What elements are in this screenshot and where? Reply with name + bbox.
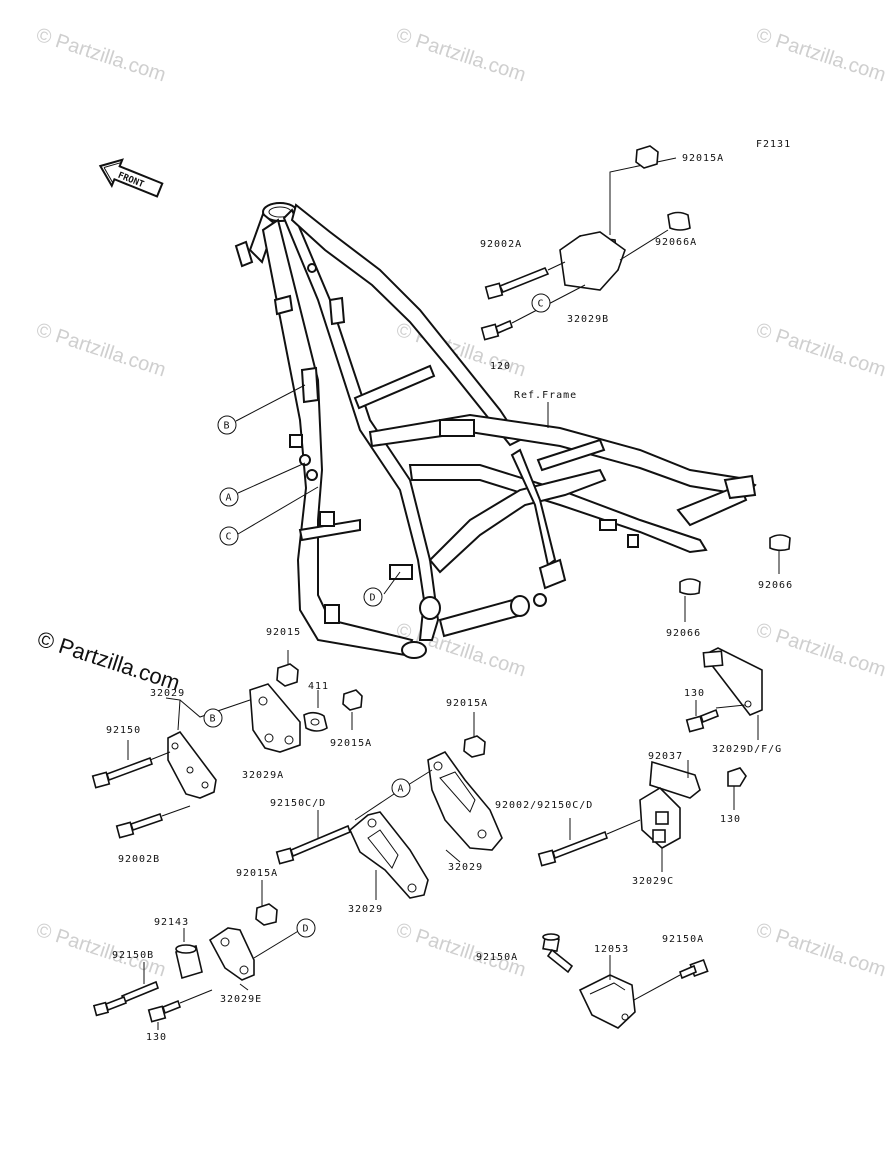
part-label: 130 (720, 814, 741, 825)
part-label: 32029 (448, 862, 483, 873)
part-group-32029B (480, 145, 691, 341)
watermark: © Partzilla.com (33, 319, 168, 382)
callout-c-frame: C (219, 526, 239, 546)
callout-b-left: B (203, 708, 223, 728)
watermark: © Partzilla.com (753, 319, 888, 382)
part-label: 92002A (480, 239, 522, 250)
watermark: © Partzilla.com (393, 24, 528, 87)
watermark: © Partzilla.com (393, 919, 528, 982)
part-label: 92015A (330, 738, 372, 749)
part-label: Ref.Frame (514, 390, 577, 401)
part-label: 32029D/F/G (712, 744, 782, 755)
part-label: 92015 (266, 627, 301, 638)
part-label: 32029 (150, 688, 185, 699)
svg-text:B: B (224, 421, 230, 432)
part-label: 92015A (236, 868, 278, 879)
callout-d-bottom: D (296, 918, 316, 938)
part-label: 92066A (655, 237, 697, 248)
svg-text:D: D (303, 924, 309, 935)
watermark: © Partzilla.com (753, 919, 888, 982)
part-label: 92150B (112, 950, 154, 961)
part-label: 92150 (106, 725, 141, 736)
leader-lines (235, 384, 780, 622)
part-label: 92002/92150C/D (495, 800, 593, 811)
svg-text:B: B (210, 714, 216, 725)
watermark: © Partzilla.com (753, 619, 888, 682)
part-label: 32029 (348, 904, 383, 915)
part-label: 92015A (446, 698, 488, 709)
part-label: 32029A (242, 770, 284, 781)
part-label: 92066 (758, 580, 793, 591)
part-group-32029C (537, 647, 763, 872)
part-labels: 92015A 92002A 92066A 32029B 120 Ref.Fram… (106, 153, 793, 1043)
callout-d-frame: D (363, 587, 383, 607)
part-label: 32029E (220, 994, 262, 1005)
front-arrow-icon: FRONT (98, 158, 164, 198)
callout-b-frame: B (217, 415, 237, 435)
watermark: © Partzilla.com (753, 24, 888, 87)
part-label: 32029C (632, 876, 674, 887)
callout-c-top: C (531, 293, 551, 313)
part-label: 92015A (682, 153, 724, 164)
part-label: 92037 (648, 751, 683, 762)
part-label: 130 (684, 688, 705, 699)
part-label: 92002B (118, 854, 160, 865)
part-label: 92150C/D (270, 798, 326, 809)
svg-text:C: C (226, 532, 232, 543)
cap-92066-right (769, 534, 791, 552)
part-label: 12053 (594, 944, 629, 955)
svg-text:D: D (370, 593, 376, 604)
part-label: 92143 (154, 917, 189, 928)
watermark-dark: © Partzilla.com (34, 626, 183, 696)
part-group-32029A (91, 650, 363, 839)
part-label: 92066 (666, 628, 701, 639)
callout-a-frame: A (219, 487, 239, 507)
callout-a-center: A (391, 778, 411, 798)
part-label: 32029B (567, 314, 609, 325)
svg-text:A: A (398, 784, 404, 795)
part-group-32029-center (255, 712, 503, 926)
part-group-32029E (92, 927, 301, 1030)
part-label: 92150A (662, 934, 704, 945)
watermark: © Partzilla.com (33, 24, 168, 87)
svg-text:A: A (226, 493, 232, 504)
part-group-12053 (542, 933, 709, 1029)
part-label: 92150A (476, 952, 518, 963)
svg-text:C: C (538, 299, 544, 310)
diagram-id: F2131 (756, 139, 791, 150)
part-label: 130 (146, 1032, 167, 1043)
motorcycle-frame (234, 202, 757, 659)
cap-92066-mid (679, 578, 701, 596)
part-label: 411 (308, 681, 329, 692)
part-label: 120 (490, 361, 511, 372)
